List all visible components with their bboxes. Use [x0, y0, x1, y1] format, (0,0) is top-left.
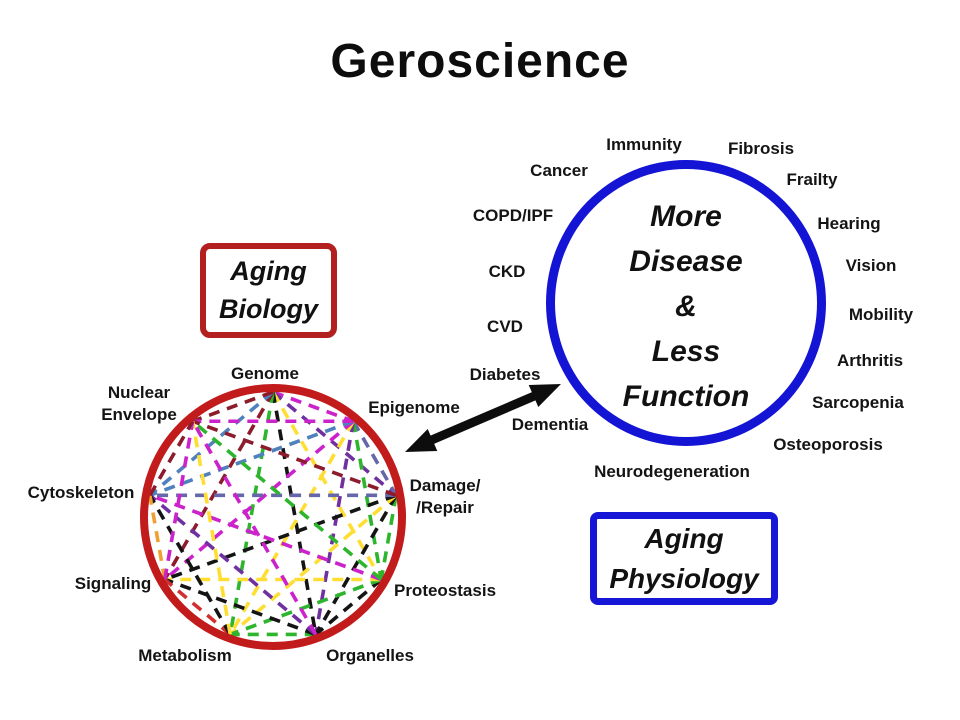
circle-text-line1: More [650, 199, 722, 233]
network-edge [191, 419, 383, 581]
network-edge [164, 577, 317, 637]
disease-label-diabetes: Diabetes [469, 364, 541, 384]
disease-label-osteoporosis: Osteoporosis [773, 434, 883, 454]
disease-label-vision: Vision [845, 255, 897, 275]
network-edge [314, 578, 383, 636]
page-title: Geroscience [330, 35, 630, 88]
network-edge [148, 494, 232, 636]
circle-text-line5: Function [622, 379, 750, 413]
network-edge [149, 419, 354, 497]
network-edge [229, 577, 382, 637]
network-edge [148, 420, 195, 497]
hallmark-label-cytoskeleton: Cytoskeleton [27, 482, 135, 502]
aging-physiology-line2: Physiology [609, 562, 759, 594]
network-edge [148, 494, 167, 580]
network-edge [272, 390, 354, 423]
network-edge [163, 578, 232, 636]
disease-label-frailty: Frailty [786, 169, 838, 189]
network-edge [148, 390, 275, 497]
network-edge [228, 420, 355, 636]
network-edge [314, 494, 398, 636]
network-edge [149, 493, 382, 582]
hallmark-label-proteostasis: Proteostasis [393, 580, 497, 600]
aging-biology-box: Aging Biology [200, 243, 337, 338]
network-edge [190, 420, 233, 635]
hallmark-label-nuclear-envelope: Nuclear Envelope [101, 382, 177, 424]
disease-label-hearing: Hearing [817, 213, 881, 233]
aging-physiology-line1: Aging [644, 523, 724, 555]
network-edge [271, 391, 383, 581]
aging-biology-line1: Aging [230, 255, 307, 286]
biology-circle-ring [140, 384, 406, 650]
hallmark-label-signaling: Signaling [74, 573, 152, 593]
hallmark-label-genome: Genome [230, 363, 300, 383]
network-edge [229, 493, 398, 636]
network-edge [192, 419, 397, 497]
disease-label-neurodegeneration: Neurodegeneration [594, 461, 750, 481]
disease-label-sarcopenia: Sarcopenia [812, 392, 904, 412]
hallmark-label-organelles: Organelles [326, 645, 414, 665]
hallmark-label-epigenome: Epigenome [368, 397, 460, 417]
network-edge [148, 493, 317, 636]
hallmark-label-metabolism: Metabolism [138, 645, 232, 665]
network-edge [351, 420, 398, 497]
disease-label-copd-ipf: COPD/IPF [472, 205, 554, 225]
network-edge [164, 493, 397, 582]
circle-text-line2: Disease [629, 244, 743, 278]
hallmarks-network [140, 384, 406, 650]
physiology-circle: More Disease & Less Function [546, 160, 826, 446]
network-edge [163, 391, 275, 581]
network-edge [271, 391, 318, 635]
network-edge [379, 494, 398, 580]
network-edge [162, 420, 195, 580]
disease-label-arthritis: Arthritis [836, 350, 904, 370]
disease-label-ckd: CKD [488, 261, 526, 281]
network-edge [192, 390, 274, 423]
aging-biology-line2: Biology [219, 293, 318, 324]
network-edge [271, 390, 398, 497]
network-edge [351, 420, 384, 580]
arrowhead-right [528, 384, 561, 407]
disease-label-mobility: Mobility [848, 304, 914, 324]
network-edge [228, 391, 275, 635]
disease-label-fibrosis: Fibrosis [727, 138, 795, 158]
network-edge [313, 420, 356, 635]
network-edge [163, 419, 355, 581]
circle-text-line3: & [675, 289, 697, 323]
aging-physiology-box: Aging Physiology [590, 512, 778, 605]
disease-label-dementia: Dementia [511, 414, 589, 434]
hallmark-label-damage-repair: Damage/ /Repair [409, 475, 481, 517]
disease-label-cancer: Cancer [530, 160, 588, 180]
double-arrow [405, 384, 561, 452]
disease-label-immunity: Immunity [606, 134, 682, 154]
arrowhead-left [405, 429, 438, 452]
network-edge [191, 420, 318, 636]
circle-text-line4: Less [651, 334, 721, 368]
disease-label-cvd: CVD [487, 316, 523, 336]
